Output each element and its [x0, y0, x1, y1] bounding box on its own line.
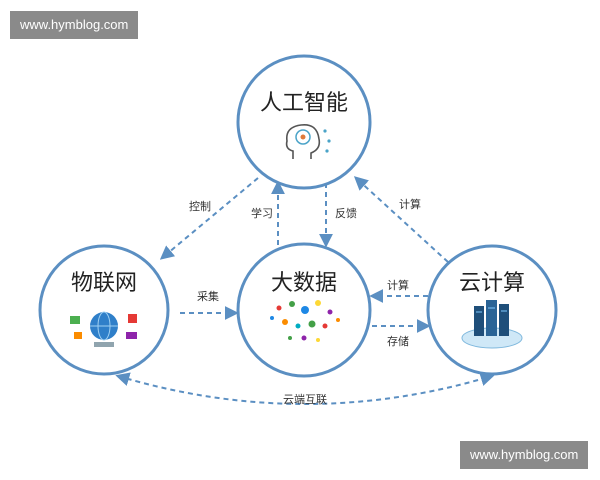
watermark-top: www.hymblog.com: [10, 11, 139, 39]
node-cloud-title: 云计算: [459, 271, 525, 296]
server-cloud-icon: [461, 300, 523, 349]
data-dots-icon: [270, 300, 340, 342]
edge-iot-cloud: [115, 372, 495, 405]
node-bigdata-title: 大数据: [271, 271, 337, 296]
node-iot: 物联网: [38, 244, 170, 376]
edge-label-compute-top: 计算: [399, 197, 421, 211]
node-cloud: 云计算: [426, 244, 558, 376]
edge-label-collect: 采集: [197, 289, 219, 303]
edge-label-storage: 存储: [387, 334, 409, 348]
node-ai: 人工智能: [236, 54, 372, 190]
edge-label-cloud-interconnect: 云端互联: [283, 393, 327, 406]
node-bigdata: 大数据: [236, 242, 372, 378]
globe-devices-icon: [70, 311, 137, 347]
edge-label-control: 控制: [189, 199, 211, 213]
edge-label-compute-mid: 计算: [387, 278, 409, 292]
edge-label-learn: 学习: [251, 206, 273, 220]
node-ai-title: 人工智能: [260, 91, 348, 116]
edge-label-feedback: 反馈: [335, 207, 357, 220]
brain-head-icon: [285, 123, 331, 159]
node-iot-title: 物联网: [71, 271, 137, 296]
edge-cloud-to-ai: [353, 176, 449, 263]
watermark-bottom: www.hymblog.com: [460, 441, 589, 469]
edge-ai-to-iot: [159, 177, 259, 260]
